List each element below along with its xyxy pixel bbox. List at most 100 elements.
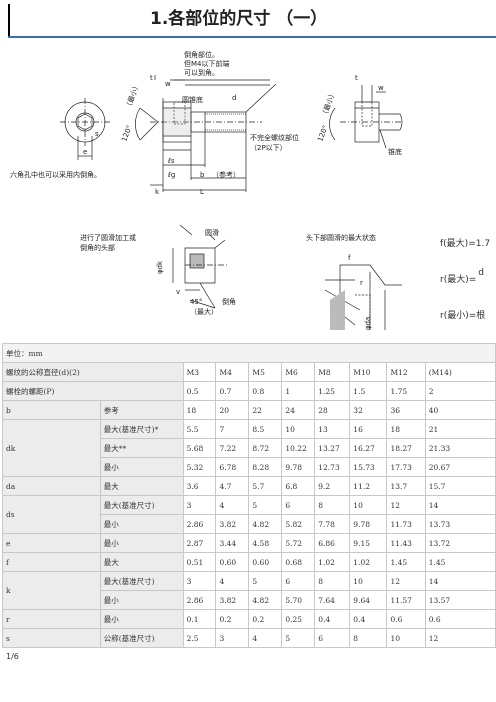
value-cell: 0.1 bbox=[182, 609, 217, 629]
label-e: e bbox=[83, 148, 87, 156]
value-cell: 4.7 bbox=[215, 476, 250, 496]
value-cell: 6.8 bbox=[281, 476, 316, 496]
pitch-cell: 0.8 bbox=[248, 381, 283, 401]
value-cell: 6.78 bbox=[215, 457, 250, 477]
technical-drawing: 倒角部位。 但M4以下前端 可以到角。 w t 圆锥底 d 不完全螺纹部位 （2… bbox=[10, 50, 403, 330]
note-chamfer: 倒角部位。 bbox=[184, 50, 219, 59]
value-cell: 0.6 bbox=[386, 609, 426, 629]
size-cell: M3 bbox=[182, 362, 217, 382]
value-cell: 22 bbox=[248, 400, 283, 420]
value-cell: 3 bbox=[182, 495, 217, 515]
value-cell: 6 bbox=[281, 495, 316, 515]
value-cell: 21.33 bbox=[424, 438, 496, 458]
value-cell: 18 bbox=[386, 419, 426, 439]
value-cell: 11.57 bbox=[386, 590, 426, 610]
size-cell: M8 bbox=[314, 362, 351, 382]
pitch-label: 螺栓的螺距(P) bbox=[2, 381, 184, 401]
value-cell: 4 bbox=[248, 628, 283, 648]
value-cell: 1.45 bbox=[424, 552, 496, 572]
sub-label-cell: 最大 bbox=[99, 476, 184, 496]
value-cell: 36 bbox=[386, 400, 426, 420]
value-cell: 7.22 bbox=[215, 438, 250, 458]
sub-label-cell: 公称(基准尺寸) bbox=[99, 628, 184, 648]
value-cell: 16.27 bbox=[349, 438, 388, 458]
fillet-profile bbox=[340, 264, 402, 286]
title-bar bbox=[8, 4, 496, 36]
size-row: 螺纹的公称直径(d)(2) M3 M4 M5 M6 M8 M10 M12 (M1… bbox=[2, 362, 496, 382]
unit-row: 单位：mm bbox=[2, 343, 496, 363]
value-cell: 17.73 bbox=[386, 457, 426, 477]
value-cell: 18 bbox=[182, 400, 217, 420]
spec-table: 单位：mm 螺纹的公称直径(d)(2) M3 M4 M5 M6 M8 M10 M… bbox=[2, 343, 496, 648]
pitch-cell: 1.5 bbox=[349, 381, 388, 401]
value-cell: 0.60 bbox=[215, 552, 250, 572]
size-cell: M5 bbox=[248, 362, 283, 382]
pitch-cell: 2 bbox=[424, 381, 496, 401]
label-max: （最小） bbox=[123, 81, 141, 110]
value-cell: 12.73 bbox=[314, 457, 351, 477]
label-120: 120° bbox=[120, 124, 133, 143]
title-underline bbox=[8, 36, 496, 38]
note-rounded-head: 进行了圆滑加工或 bbox=[80, 233, 136, 242]
value-cell: 4 bbox=[215, 495, 250, 515]
note-fillet-title: 头下部圆滑的最大状态 bbox=[306, 233, 376, 242]
label-r: r bbox=[360, 279, 363, 287]
value-cell: 9.2 bbox=[314, 476, 351, 496]
value-cell: 5 bbox=[248, 571, 283, 591]
value-cell: 13.72 bbox=[424, 533, 496, 553]
value-cell: 15.7 bbox=[424, 476, 496, 496]
formula-f-max: f(最大)=1.7 bbox=[440, 239, 491, 249]
unit-cell: 单位：mm bbox=[2, 343, 496, 363]
right-label-t: t bbox=[355, 74, 358, 82]
sub-label-cell: 最小 bbox=[99, 514, 184, 534]
size-cell: M10 bbox=[349, 362, 388, 382]
note-cone-bottom: 圆锥底 bbox=[182, 95, 203, 104]
label-t: t bbox=[150, 74, 153, 82]
value-cell: 2.86 bbox=[182, 514, 217, 534]
label-mid-dk: φdk bbox=[156, 260, 164, 274]
value-cell: 11.43 bbox=[386, 533, 426, 553]
value-cell: 2.5 bbox=[182, 628, 217, 648]
symbol-cell: f bbox=[2, 552, 101, 572]
value-cell: 0.4 bbox=[349, 609, 388, 629]
value-cell: 4.82 bbox=[248, 590, 283, 610]
value-cell: 13.57 bbox=[424, 590, 496, 610]
value-cell: 5.7 bbox=[248, 476, 283, 496]
sub-label-cell: 最小 bbox=[99, 533, 184, 553]
value-cell: 1.45 bbox=[386, 552, 426, 572]
label-L: L bbox=[200, 188, 204, 196]
value-cell: 28 bbox=[314, 400, 351, 420]
symbol-cell: da bbox=[2, 476, 101, 496]
value-cell: 3.44 bbox=[215, 533, 250, 553]
note-smooth: 圆滑 bbox=[205, 228, 219, 237]
pitch-cell: 0.7 bbox=[215, 381, 250, 401]
label-45: 45° bbox=[190, 298, 202, 306]
formula-r-min: r(最小)=根 bbox=[440, 311, 486, 321]
label-d: d bbox=[232, 94, 236, 102]
value-cell: 8 bbox=[314, 495, 351, 515]
value-cell: 11.73 bbox=[386, 514, 426, 534]
page-title: 1.各部位的尺寸 （一） bbox=[150, 9, 328, 29]
value-cell: 14 bbox=[424, 495, 496, 515]
value-cell: 1.02 bbox=[314, 552, 351, 572]
label-mid-max: （最大） bbox=[190, 307, 218, 316]
value-cell: 5.72 bbox=[281, 533, 316, 553]
value-cell: 13 bbox=[314, 419, 351, 439]
value-cell: 10 bbox=[349, 495, 388, 515]
value-cell: 24 bbox=[281, 400, 316, 420]
value-cell: 2.86 bbox=[182, 590, 217, 610]
formula-r-max: r(最大)=d bbox=[440, 268, 484, 285]
label-b: b bbox=[200, 171, 205, 179]
sub-label-cell: 最大(基准尺寸)* bbox=[99, 419, 184, 439]
size-cell: M4 bbox=[215, 362, 250, 382]
value-cell: 13.73 bbox=[424, 514, 496, 534]
value-cell: 4 bbox=[215, 571, 250, 591]
value-cell: 7.78 bbox=[314, 514, 351, 534]
note-thread-2: （2P以下） bbox=[250, 144, 287, 152]
